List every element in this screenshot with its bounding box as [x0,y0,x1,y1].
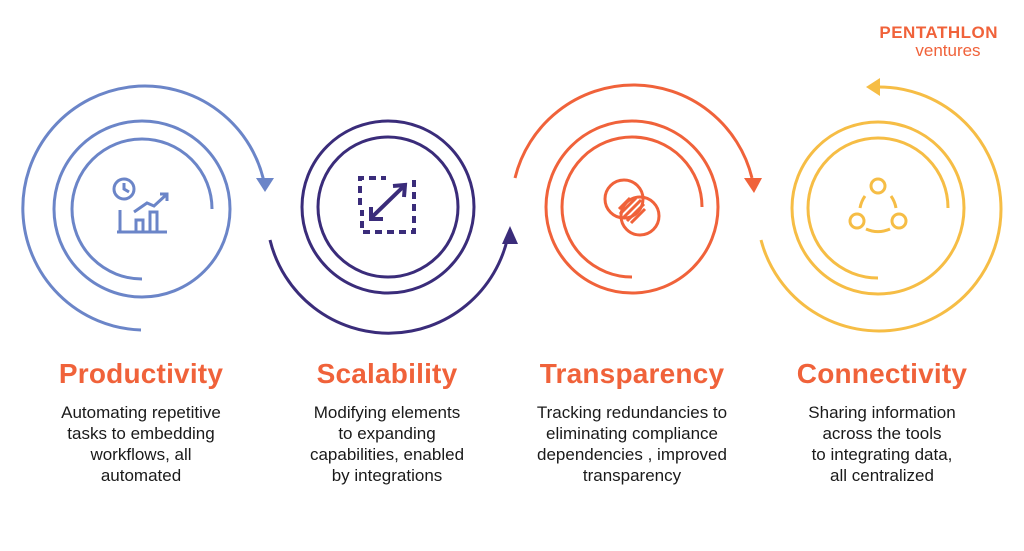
pillar-productivity: Productivity Automating repetitive tasks… [31,358,251,486]
scalability-outer-arc [268,235,510,335]
pillar-title: Scalability [316,358,458,389]
connected-nodes-icon [848,177,908,234]
transparency-arrowhead [744,178,762,193]
productivity-arrowhead [256,178,274,192]
transparency-rings [513,83,762,295]
pillar-connectivity: Connectivity Sharing information across … [772,358,992,486]
transparency-inner-arc [560,135,704,279]
pillar-description: Tracking redundancies to eliminating com… [536,403,728,485]
transparency-outer-arc [513,83,754,179]
connectivity-middle-ring [790,120,966,296]
clock-growth-chart-icon [112,177,169,234]
productivity-rings [21,84,274,332]
brand-name: PENTATHLON [879,23,998,42]
transparency-middle-ring [544,119,720,295]
pillar-scalability: Scalability Modifying elements to expand… [277,358,497,486]
productivity-inner-arc [70,137,214,210]
connectivity-inner-arc [806,136,950,280]
pillar-description: Automating repetitive tasks to embedding… [61,403,221,485]
productivity-outer-arc [21,84,267,332]
brand-logo: PENTATHLON ventures [879,24,998,59]
pillar-title: Productivity [58,358,224,389]
scalability-inner-ring [316,135,460,279]
scalability-rings [268,119,518,335]
pillar-transparency: Transparency Tracking redundancies to el… [522,358,742,486]
connectivity-arrowhead [866,78,880,96]
productivity-middle-ring [52,119,232,299]
pillar-title: Transparency [539,358,725,389]
overlapping-circles-icon [603,178,661,237]
connectivity-rings [759,78,1003,333]
expand-arrow-icon [358,176,416,234]
brand-subname: ventures [915,41,981,60]
pillar-description: Sharing information across the tools to … [808,403,956,485]
scalability-arrowhead [502,226,518,244]
pillar-title: Connectivity [796,358,968,389]
connectivity-outer-arc [759,85,1003,333]
scalability-middle-ring [300,119,476,295]
pillar-description: Modifying elements to expanding capabili… [309,403,465,485]
